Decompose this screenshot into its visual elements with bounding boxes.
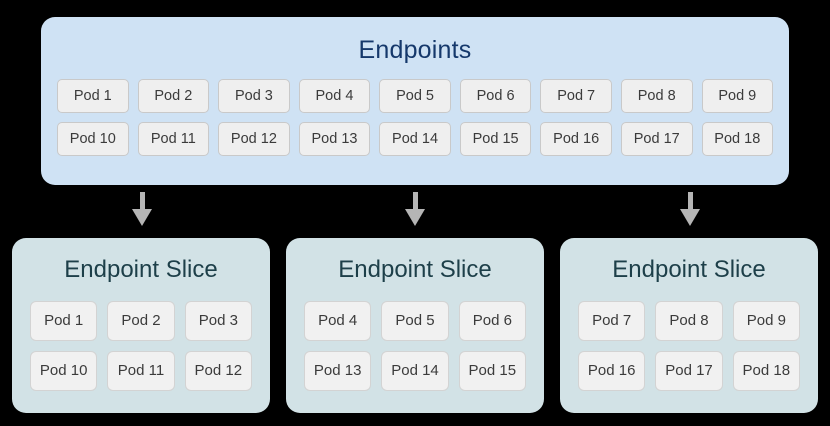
arrow-shaft [688, 192, 693, 212]
pod-chip[interactable]: Pod 6 [458, 301, 526, 341]
arrow-shaft [413, 192, 418, 212]
endpoint-slice-title: Endpoint Slice [612, 256, 766, 283]
pod-chip[interactable]: Pod 3 [218, 79, 290, 113]
endpoint-slices-row: Endpoint Slice Pod 1 Pod 2 Pod 3 Pod 10 … [12, 238, 818, 413]
pod-chip[interactable]: Pod 5 [379, 79, 451, 113]
slice-pod-row: Pod 7 Pod 8 Pod 9 [578, 301, 800, 341]
pod-chip[interactable]: Pod 18 [732, 351, 800, 391]
pod-chip[interactable]: Pod 8 [655, 301, 723, 341]
endpoints-container: Endpoints Pod 1 Pod 2 Pod 3 Pod 4 Pod 5 … [41, 17, 789, 185]
pod-chip[interactable]: Pod 4 [298, 79, 371, 113]
pod-chip[interactable]: Pod 10 [57, 122, 129, 156]
pod-chip[interactable]: Pod 12 [184, 351, 252, 391]
pod-chip[interactable]: Pod 2 [137, 79, 210, 113]
pod-chip[interactable]: Pod 12 [218, 122, 290, 156]
pod-chip[interactable]: Pod 1 [30, 301, 98, 341]
endpoint-slice-title: Endpoint Slice [64, 256, 218, 283]
arrow-down-icon [127, 192, 157, 226]
pod-chip[interactable]: Pod 17 [620, 122, 693, 156]
pod-chip[interactable]: Pod 6 [459, 79, 532, 113]
pod-chip[interactable]: Pod 10 [30, 351, 98, 391]
pod-chip[interactable]: Pod 17 [655, 351, 723, 391]
pod-chip[interactable]: Pod 13 [298, 122, 371, 156]
pod-chip[interactable]: Pod 14 [381, 351, 449, 391]
arrow-down-icon [400, 192, 430, 226]
endpoint-slice-2: Endpoint Slice Pod 4 Pod 5 Pod 6 Pod 13 … [286, 238, 544, 413]
pod-chip[interactable]: Pod 14 [379, 122, 451, 156]
slice-pod-grid: Pod 1 Pod 2 Pod 3 Pod 10 Pod 11 Pod 12 [30, 301, 252, 391]
slice-pod-grid: Pod 7 Pod 8 Pod 9 Pod 16 Pod 17 Pod 18 [578, 301, 800, 391]
endpoints-pod-row: Pod 10 Pod 11 Pod 12 Pod 13 Pod 14 Pod 1… [57, 122, 774, 156]
pod-chip[interactable]: Pod 13 [304, 351, 372, 391]
arrow-head [405, 209, 425, 226]
pod-chip[interactable]: Pod 5 [381, 301, 449, 341]
endpoints-title: Endpoints [358, 36, 472, 64]
endpoints-pod-grid: Pod 1 Pod 2 Pod 3 Pod 4 Pod 5 Pod 6 Pod … [41, 79, 789, 156]
pod-chip[interactable]: Pod 11 [137, 122, 210, 156]
pod-chip[interactable]: Pod 7 [578, 301, 646, 341]
endpoints-pod-row: Pod 1 Pod 2 Pod 3 Pod 4 Pod 5 Pod 6 Pod … [57, 79, 774, 113]
pod-chip[interactable]: Pod 18 [701, 122, 774, 156]
pod-chip[interactable]: Pod 16 [540, 122, 612, 156]
arrow-head [680, 209, 700, 226]
pod-chip[interactable]: Pod 1 [57, 79, 129, 113]
slice-pod-row: Pod 10 Pod 11 Pod 12 [30, 351, 252, 391]
arrow-down-icon [675, 192, 705, 226]
pod-chip[interactable]: Pod 16 [578, 351, 646, 391]
pod-chip[interactable]: Pod 4 [304, 301, 372, 341]
endpoint-slice-title: Endpoint Slice [338, 256, 492, 283]
pod-chip[interactable]: Pod 11 [107, 351, 175, 391]
slice-pod-row: Pod 4 Pod 5 Pod 6 [304, 301, 526, 341]
pod-chip[interactable]: Pod 7 [540, 79, 612, 113]
arrow-head [132, 209, 152, 226]
endpoint-slice-3: Endpoint Slice Pod 7 Pod 8 Pod 9 Pod 16 … [560, 238, 818, 413]
pod-chip[interactable]: Pod 15 [458, 351, 526, 391]
pod-chip[interactable]: Pod 9 [701, 79, 774, 113]
slice-pod-grid: Pod 4 Pod 5 Pod 6 Pod 13 Pod 14 Pod 15 [304, 301, 526, 391]
pod-chip[interactable]: Pod 15 [459, 122, 532, 156]
slice-pod-row: Pod 13 Pod 14 Pod 15 [304, 351, 526, 391]
slice-pod-row: Pod 1 Pod 2 Pod 3 [30, 301, 252, 341]
arrow-shaft [140, 192, 145, 212]
pod-chip[interactable]: Pod 3 [184, 301, 252, 341]
slice-pod-row: Pod 16 Pod 17 Pod 18 [578, 351, 800, 391]
pod-chip[interactable]: Pod 9 [732, 301, 800, 341]
endpoint-slice-1: Endpoint Slice Pod 1 Pod 2 Pod 3 Pod 10 … [12, 238, 270, 413]
pod-chip[interactable]: Pod 8 [620, 79, 693, 113]
pod-chip[interactable]: Pod 2 [107, 301, 175, 341]
